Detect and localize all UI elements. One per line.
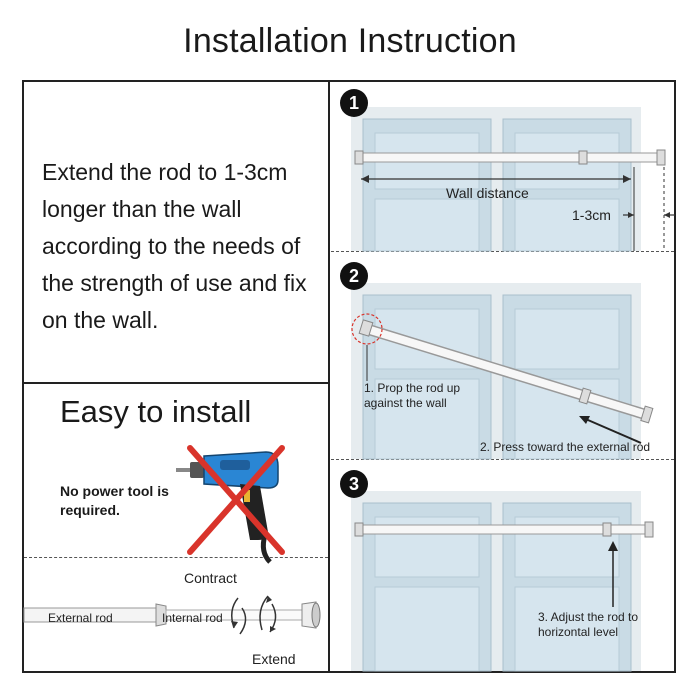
extend-label: Extend (252, 651, 296, 667)
telescoping-rod-diagram (23, 595, 321, 635)
step1-badge: 1 (340, 89, 368, 117)
left-section-divider (22, 382, 329, 384)
extend-description: Extend the rod to 1-3cm longer than the … (42, 159, 307, 333)
step2-door-illustration (351, 283, 654, 460)
column-divider (328, 80, 330, 673)
contract-label: Contract (184, 570, 237, 586)
step2-dashed-divider (331, 459, 674, 460)
step3-door-illustration (351, 491, 654, 672)
no-power-tool-text: No power tool is required. (60, 483, 169, 518)
crossed-out-drill-icon (176, 445, 285, 564)
press-toward-note: 2. Press toward the external rod (480, 440, 651, 454)
step3-badge: 3 (340, 470, 368, 498)
instruction-frame (22, 80, 676, 673)
easy-to-install-heading: Easy to install (60, 394, 252, 429)
adjust-rod-note: 3. Adjust the rod to horizontal level (538, 610, 639, 639)
wall-distance-label: Wall distance (446, 185, 529, 201)
left-dashed-divider (24, 557, 328, 558)
step1-door-illustration (351, 107, 675, 252)
page-title: Installation Instruction (183, 22, 517, 60)
gap-label: 1-3cm (572, 207, 611, 223)
prop-rod-note: 1. Prop the rod up against the wall (364, 381, 461, 410)
step1-dashed-divider (331, 251, 674, 252)
internal-rod-label: Internal rod (162, 611, 223, 625)
step2-badge: 2 (340, 262, 368, 290)
external-rod-label: External rod (48, 611, 113, 625)
